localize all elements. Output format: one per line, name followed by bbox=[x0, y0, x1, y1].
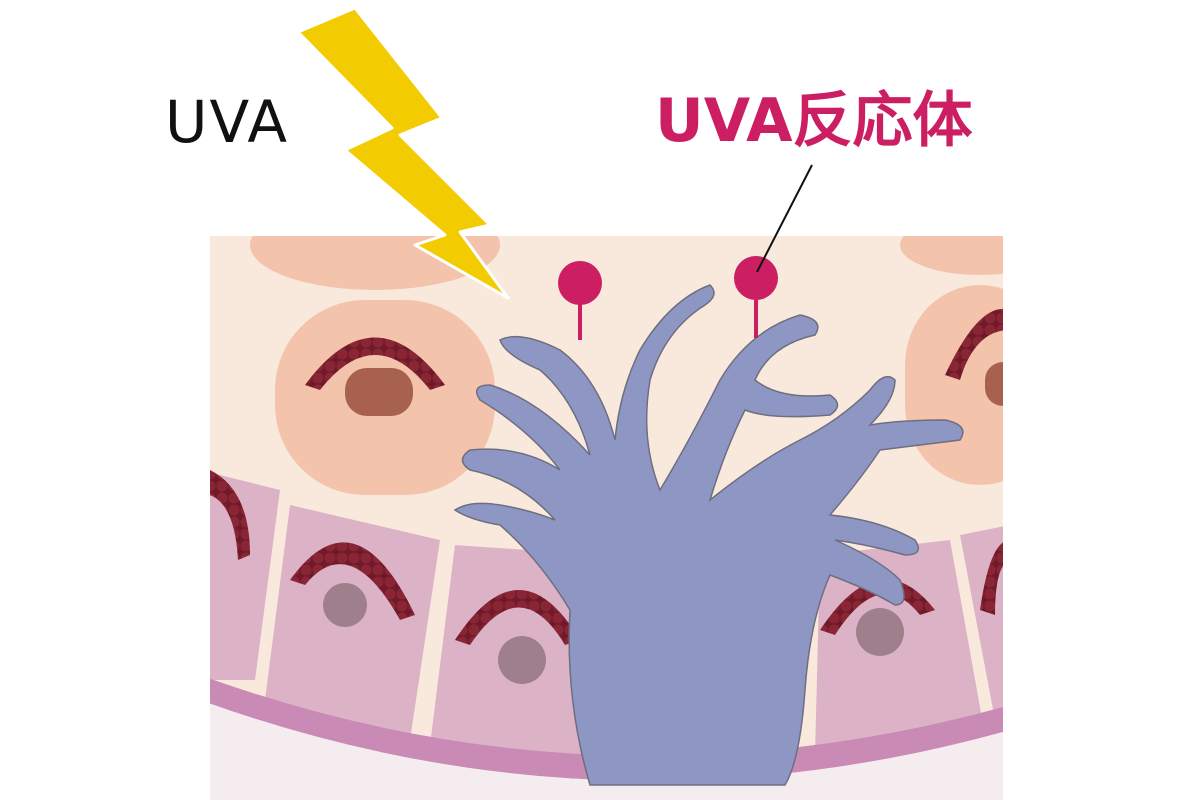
lightning-icon bbox=[296, 6, 510, 300]
upper-cells bbox=[250, 236, 1003, 495]
melanin-cap bbox=[305, 337, 445, 390]
uva-label: UVA bbox=[165, 88, 290, 156]
nucleus bbox=[345, 368, 413, 416]
basement-membrane bbox=[210, 678, 1003, 781]
nucleus bbox=[985, 362, 1003, 406]
uva-receptors bbox=[558, 256, 778, 340]
uva-receptor-label: UVA反応体 bbox=[655, 86, 973, 156]
melanocyte bbox=[453, 284, 964, 786]
lower-cells bbox=[210, 470, 1003, 760]
melanin-cap bbox=[945, 308, 1003, 380]
leader-line bbox=[756, 164, 813, 273]
